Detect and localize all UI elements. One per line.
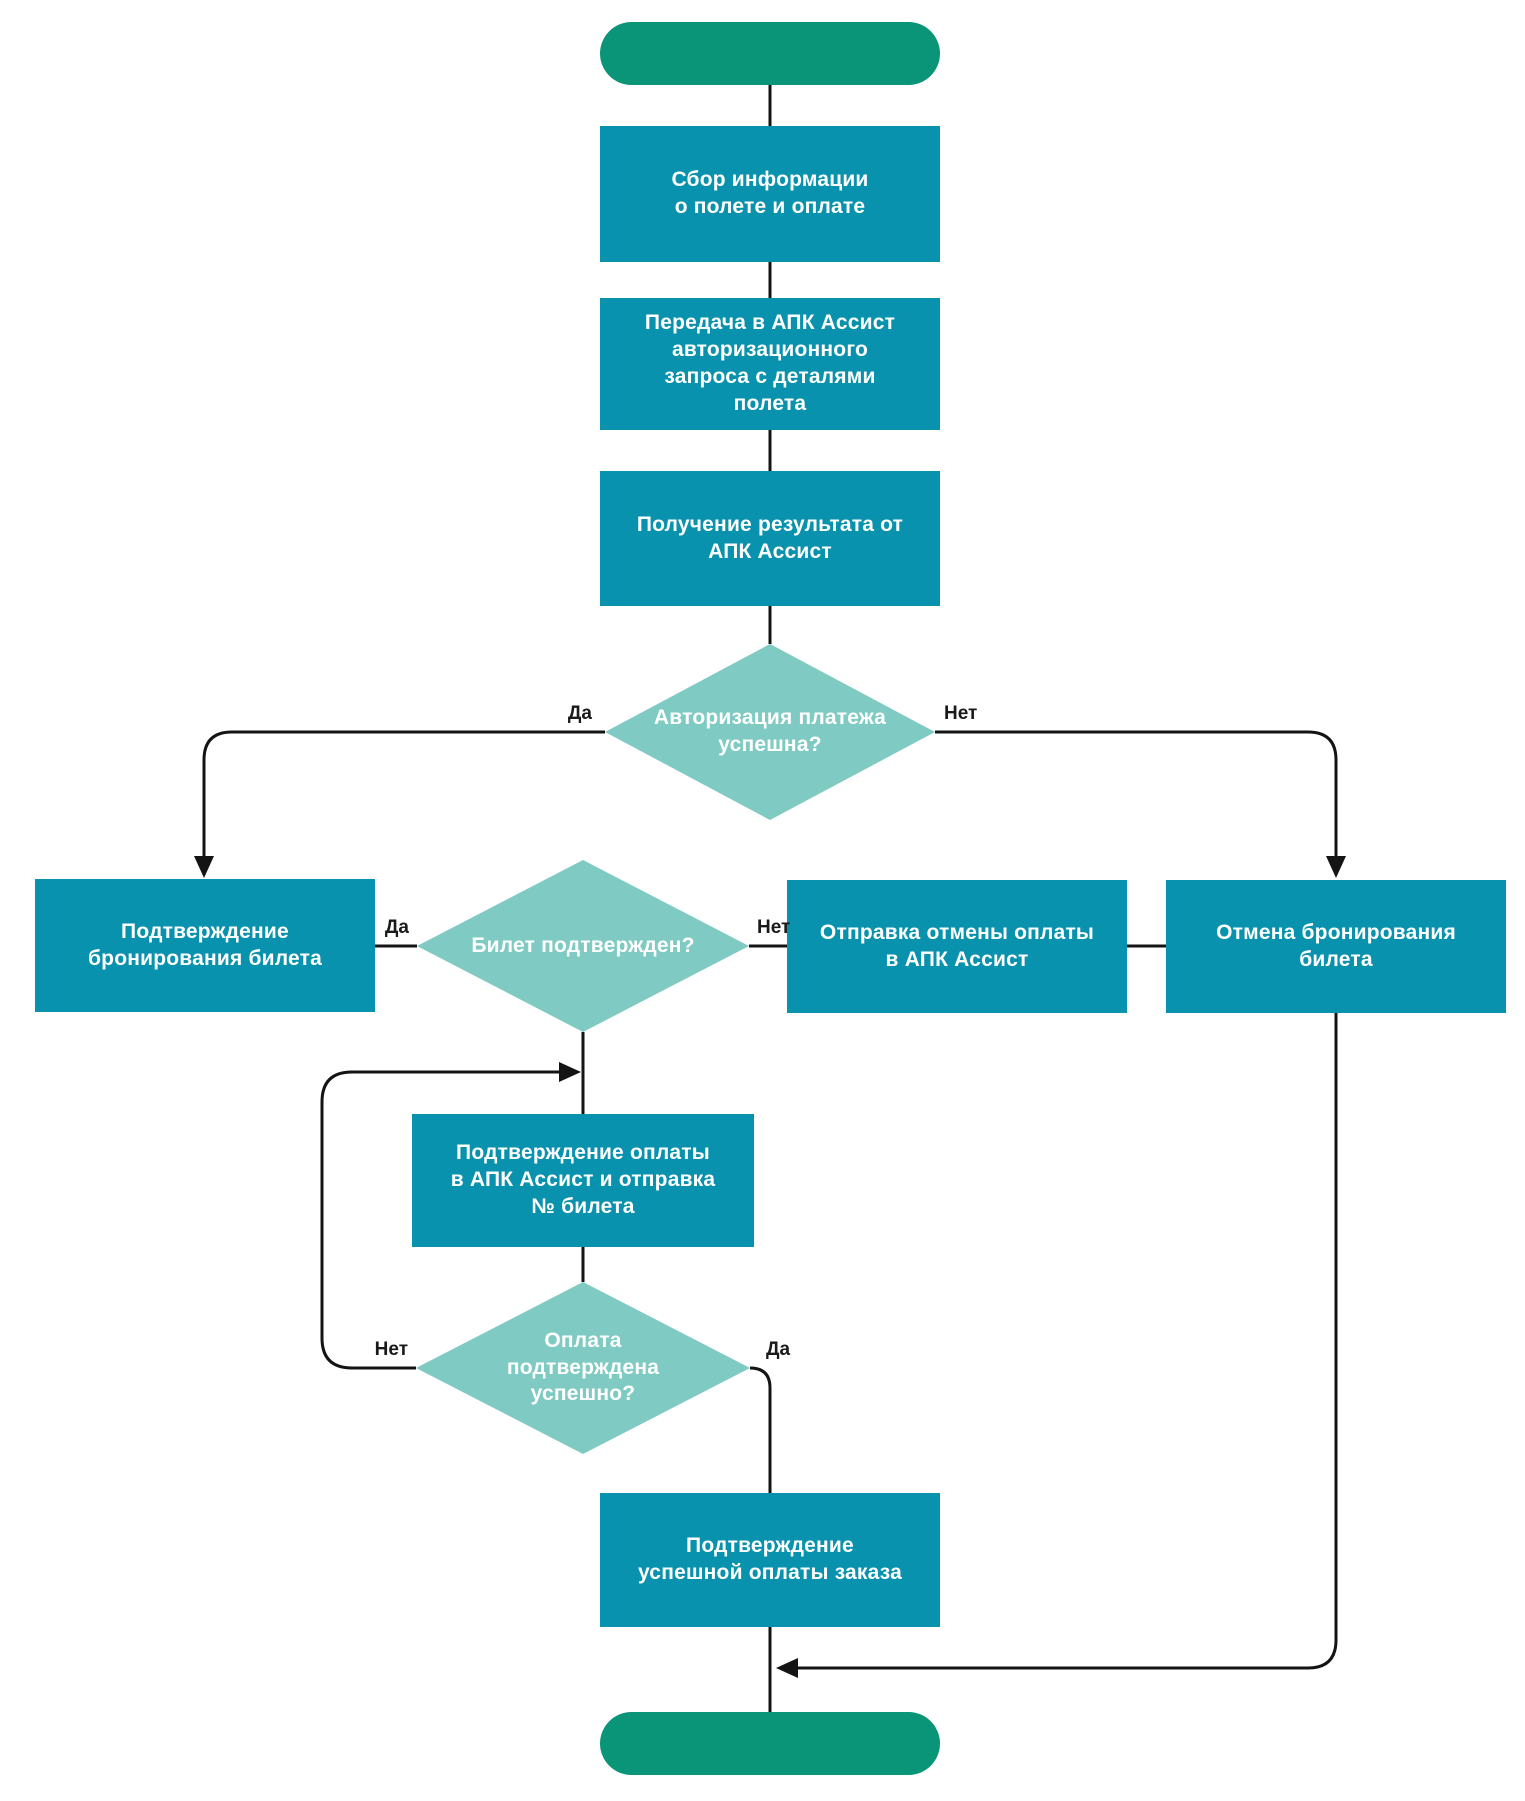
process-transfer-auth-request: Передача в АПК Ассист авторизационного з… xyxy=(600,298,940,430)
process-confirm-booking: Подтверждение бронирования билета xyxy=(35,879,375,1012)
edge-label-payment-yes: Да xyxy=(766,1339,791,1360)
process-confirm-payment-label: Подтверждение оплаты в АПК Ассист и отпр… xyxy=(450,1141,716,1218)
process-confirm-booking-label: Подтверждение бронирования билета xyxy=(88,919,322,970)
process-cancel-booking-label: Отмена бронирования билета xyxy=(1216,920,1456,971)
edge-label-auth-no: Нет xyxy=(944,703,978,724)
edge-label-ticket-no: Нет xyxy=(757,917,791,938)
process-confirm-payment: Подтверждение оплаты в АПК Ассист и отпр… xyxy=(412,1114,754,1247)
process-transfer-auth-request-label: Передача в АПК Ассист авторизационного з… xyxy=(644,311,896,415)
edge-payment-yes-line xyxy=(749,1366,772,1493)
edge-payment-no-arrowhead xyxy=(559,1062,581,1082)
start-terminator xyxy=(600,22,940,85)
process-collect-info: Сбор информации о полете и оплате xyxy=(600,126,940,262)
edge-auth-no-arrowhead xyxy=(1326,856,1346,878)
process-cancel-booking: Отмена бронирования билета xyxy=(1166,880,1506,1013)
process-send-payment-cancel-label: Отправка отмены оплаты в АПК Ассист xyxy=(819,920,1095,971)
decision-payment-confirmed-label: Оплата подтверждена успешно? xyxy=(506,1328,660,1406)
edge-payment-no-loop xyxy=(320,1070,559,1370)
edge-label-ticket-yes: Да xyxy=(384,917,409,938)
process-confirm-order-payment: Подтверждение успешной оплаты заказа xyxy=(600,1493,940,1627)
process-send-payment-cancel: Отправка отмены оплаты в АПК Ассист xyxy=(787,880,1127,1013)
edge-auth-yes-line xyxy=(202,730,605,858)
edge-cancel-booking-to-end-line xyxy=(798,1013,1338,1670)
decision-auth-success-label: Авторизация платежа успешна? xyxy=(653,706,887,756)
decision-ticket-confirmed-label: Билет подтвержден? xyxy=(471,933,695,957)
edge-auth-no-line xyxy=(935,730,1338,858)
process-receive-result-label: Получение результата от АПК Ассист xyxy=(636,512,904,563)
edge-label-payment-no: Нет xyxy=(374,1339,408,1360)
process-collect-info-label: Сбор информации о полете и оплате xyxy=(671,168,869,218)
end-terminator xyxy=(600,1712,940,1775)
edge-label-auth-yes: Да xyxy=(567,703,592,724)
process-receive-result: Получение результата от АПК Ассист xyxy=(600,471,940,606)
process-confirm-order-payment-label: Подтверждение успешной оплаты заказа xyxy=(637,1534,903,1584)
edge-auth-yes-arrowhead xyxy=(194,856,214,878)
edge-cancel-booking-arrowhead xyxy=(776,1658,798,1678)
